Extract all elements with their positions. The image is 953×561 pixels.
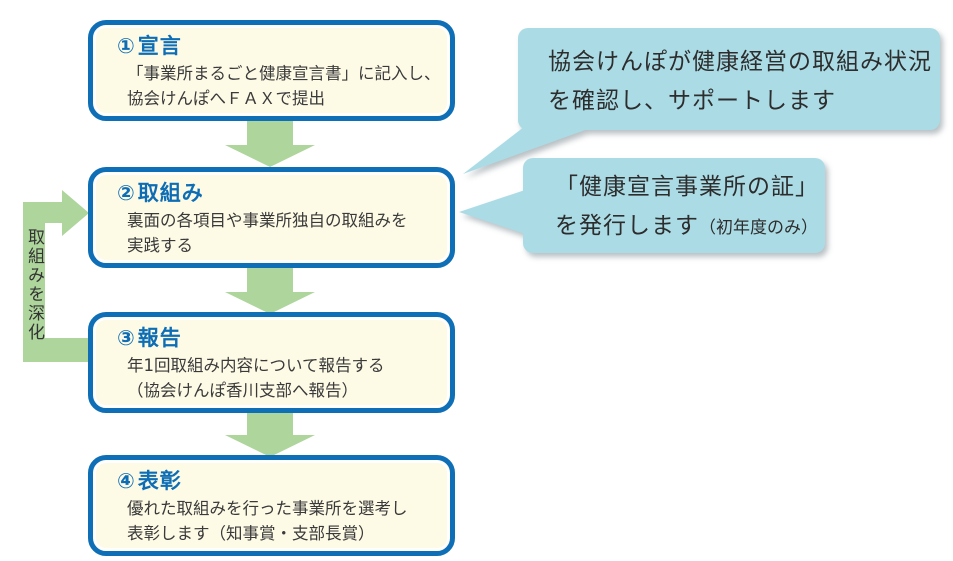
callout-text-line: を確認し、サポートします (548, 88, 836, 114)
callout-body: 協会けんぽが健康経営の取組み状況 を確認し、サポートします (518, 28, 940, 130)
step-number: ④ (117, 469, 136, 493)
step-number: ③ (117, 326, 136, 350)
down-arrow-3-icon (225, 410, 315, 457)
callout-body: 「健康宣言事業所の証」 を発行します（初年度のみ） (523, 158, 825, 253)
step-description-line: 裏面の各項目や事業所独自の取組みを (127, 211, 408, 230)
step-description: 優れた取組みを行った事業所を選考し 表彰します（知事賞・支部長賞） (127, 496, 450, 546)
step-title-text: 取組み (137, 181, 204, 205)
arrow-stem (247, 120, 293, 145)
loop-arrowhead-icon (62, 190, 89, 236)
callout-text-line: 「健康宣言事業所の証」 (555, 174, 819, 200)
arrow-stem (247, 267, 293, 292)
callout-text-line: を発行します（初年度のみ） (555, 207, 825, 248)
step-number: ① (117, 34, 136, 58)
callout-text-main: を発行します (555, 213, 699, 239)
step-description-line: 年1回取組み内容について報告する (127, 356, 385, 375)
step-title: ③報告 (117, 326, 450, 350)
step-description-line: （協会けんぽ香川支部へ報告） (127, 381, 358, 400)
speech-tail-icon (463, 120, 613, 174)
down-arrow-2-icon (225, 267, 315, 314)
step-title: ②取組み (117, 181, 450, 205)
callout-support: 協会けんぽが健康経営の取組み状況 を確認し、サポートします (455, 28, 945, 180)
arrow-head (225, 292, 315, 314)
arrow-stem (247, 410, 293, 435)
loop-label: 取組みを深化 (24, 228, 44, 342)
loop-arrow-vertical-band (23, 202, 45, 362)
step-title-text: 宣言 (137, 34, 182, 58)
step-title-text: 報告 (137, 326, 182, 350)
step-description: 年1回取組み内容について報告する （協会けんぽ香川支部へ報告） (127, 353, 450, 403)
step-description: 裏面の各項目や事業所独自の取組みを 実践する (127, 208, 450, 258)
arrow-head (225, 145, 315, 167)
arrow-head (225, 435, 315, 457)
step-description-line: 「事業所まるごと健康宣言書」に記入し、 (127, 64, 441, 83)
down-arrow-1-icon (225, 120, 315, 167)
callout-certificate: 「健康宣言事業所の証」 を発行します（初年度のみ） (455, 158, 833, 258)
step-box-report: ③報告 年1回取組み内容について報告する （協会けんぽ香川支部へ報告） (88, 312, 455, 413)
speech-tail-icon (459, 186, 537, 238)
step-description: 「事業所まるごと健康宣言書」に記入し、 協会けんぽへＦＡＸで提出 (127, 61, 450, 111)
callout-text-line: 協会けんぽが健康経営の取組み状況 (548, 49, 932, 75)
step-title-text: 表彰 (137, 469, 182, 493)
step-description-line: 実践する (127, 236, 193, 255)
loop-arrow-top-stem (23, 202, 63, 223)
step-title: ①宣言 (117, 34, 450, 58)
step-description-line: 表彰します（知事賞・支部長賞） (127, 524, 375, 543)
step-number: ② (117, 181, 136, 205)
loop-arrow-bottom-arm (23, 338, 91, 362)
step-box-declaration: ①宣言 「事業所まるごと健康宣言書」に記入し、 協会けんぽへＦＡＸで提出 (88, 20, 455, 121)
step-description-line: 優れた取組みを行った事業所を選考し (127, 499, 408, 518)
step-box-commendation: ④表彰 優れた取組みを行った事業所を選考し 表彰します（知事賞・支部長賞） (88, 455, 455, 556)
step-title: ④表彰 (117, 469, 450, 493)
callout-text-note: （初年度のみ） (699, 218, 818, 238)
step-description-line: 協会けんぽへＦＡＸで提出 (127, 89, 325, 108)
step-box-initiative: ②取組み 裏面の各項目や事業所独自の取組みを 実践する (88, 167, 455, 268)
